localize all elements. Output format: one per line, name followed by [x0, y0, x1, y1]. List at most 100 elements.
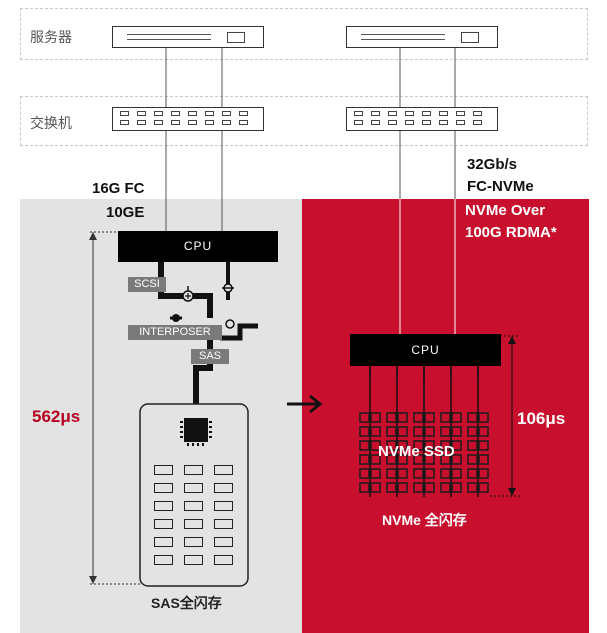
- ssd-cell: [440, 468, 451, 479]
- right-link-label-3: NVMe Over: [465, 202, 546, 219]
- sas-drive-slot: [184, 483, 203, 493]
- ssd-cell: [424, 468, 435, 479]
- ssd-cell: [440, 426, 451, 437]
- ssd-cell: [467, 426, 478, 437]
- ssd-cell: [478, 454, 489, 465]
- switch-port: [137, 111, 146, 116]
- nvme-caption: NVMe 全闪存: [382, 512, 467, 528]
- ssd-cell: [413, 426, 424, 437]
- switch-port: [354, 120, 363, 125]
- ssd-cell: [370, 426, 381, 437]
- ssd-cell: [413, 440, 424, 451]
- ssd-cell: [440, 440, 451, 451]
- switch-port: [154, 120, 163, 125]
- ssd-cell: [467, 482, 478, 493]
- ssd-cell: [413, 412, 424, 423]
- ssd-cell: [467, 468, 478, 479]
- switch-port: [239, 111, 248, 116]
- sas-drive-slot: [154, 519, 173, 529]
- switch-port: [188, 120, 197, 125]
- ssd-cell: [386, 412, 397, 423]
- right-link-label-2: FC-NVMe: [467, 178, 534, 195]
- switch-port: [371, 111, 380, 116]
- right-latency: 106μs: [517, 409, 566, 428]
- switch-port: [388, 111, 397, 116]
- sas-drive-slot: [214, 519, 233, 529]
- ssd-cell: [370, 468, 381, 479]
- switch-port: [371, 120, 380, 125]
- sas-caption: SAS全闪存: [151, 595, 222, 611]
- right-link-label-4: 100G RDMA*: [465, 224, 557, 241]
- left-link-label-1: 16G FC: [92, 180, 145, 197]
- switch-port: [205, 120, 214, 125]
- left-latency: 562μs: [32, 407, 81, 426]
- ssd-cell: [397, 426, 408, 437]
- switch-port: [354, 111, 363, 116]
- switch-port: [222, 111, 231, 116]
- ssd-cell: [413, 454, 424, 465]
- ssd-cell: [451, 412, 462, 423]
- sas-drive-slot: [184, 519, 203, 529]
- switch-port: [137, 120, 146, 125]
- sas-drive-slot: [214, 465, 233, 475]
- sas-drive-slot: [154, 555, 173, 565]
- switch-port: [439, 111, 448, 116]
- ssd-cell: [440, 454, 451, 465]
- ssd-cell: [386, 468, 397, 479]
- arrow-right-icon: [287, 394, 323, 414]
- interposer-tag: INTERPOSER: [128, 325, 222, 340]
- switch-port: [171, 111, 180, 116]
- chip-icon: [180, 418, 212, 446]
- ssd-cell: [478, 440, 489, 451]
- ssd-cell: [424, 412, 435, 423]
- switch-tier: [20, 96, 588, 146]
- sas-drive-slot: [184, 537, 203, 547]
- nvme-panel: [302, 199, 589, 633]
- switch-left: [112, 107, 264, 131]
- switch-port: [188, 111, 197, 116]
- switch-right: [346, 107, 498, 131]
- ssd-cell: [397, 454, 408, 465]
- server-tier-label: 服务器: [30, 30, 72, 46]
- sas-drive-slot: [214, 537, 233, 547]
- nvme-ssd-label: NVMe SSD: [378, 443, 455, 460]
- ssd-cell: [424, 482, 435, 493]
- switch-port: [239, 120, 248, 125]
- sas-drive-slot: [184, 555, 203, 565]
- ssd-cell: [386, 426, 397, 437]
- ssd-cell: [413, 482, 424, 493]
- ssd-cell: [451, 426, 462, 437]
- switch-port: [456, 120, 465, 125]
- switch-port: [473, 120, 482, 125]
- sas-drive-slot: [154, 537, 173, 547]
- ssd-cell: [386, 440, 397, 451]
- sas-drive-slot: [154, 483, 173, 493]
- server-tier: [20, 8, 588, 60]
- ssd-cell: [397, 412, 408, 423]
- ssd-cell: [478, 426, 489, 437]
- ssd-cell: [359, 412, 370, 423]
- ssd-cell: [370, 440, 381, 451]
- ssd-cell: [386, 482, 397, 493]
- switch-port: [388, 120, 397, 125]
- sas-drive-slot: [184, 501, 203, 511]
- ssd-cell: [359, 482, 370, 493]
- right-cpu: CPU: [350, 334, 501, 366]
- ssd-cell: [386, 454, 397, 465]
- ssd-cell: [359, 440, 370, 451]
- ssd-cell: [397, 482, 408, 493]
- switch-port: [120, 111, 129, 116]
- ssd-cell: [413, 468, 424, 479]
- ssd-cell: [451, 468, 462, 479]
- ssd-cell: [440, 482, 451, 493]
- switch-port: [422, 120, 431, 125]
- ssd-cell: [478, 468, 489, 479]
- ssd-cell: [440, 412, 451, 423]
- switch-tier-label: 交换机: [30, 116, 72, 132]
- switch-port: [405, 120, 414, 125]
- ssd-cell: [424, 426, 435, 437]
- switch-port: [456, 111, 465, 116]
- ssd-cell: [478, 482, 489, 493]
- switch-port: [205, 111, 214, 116]
